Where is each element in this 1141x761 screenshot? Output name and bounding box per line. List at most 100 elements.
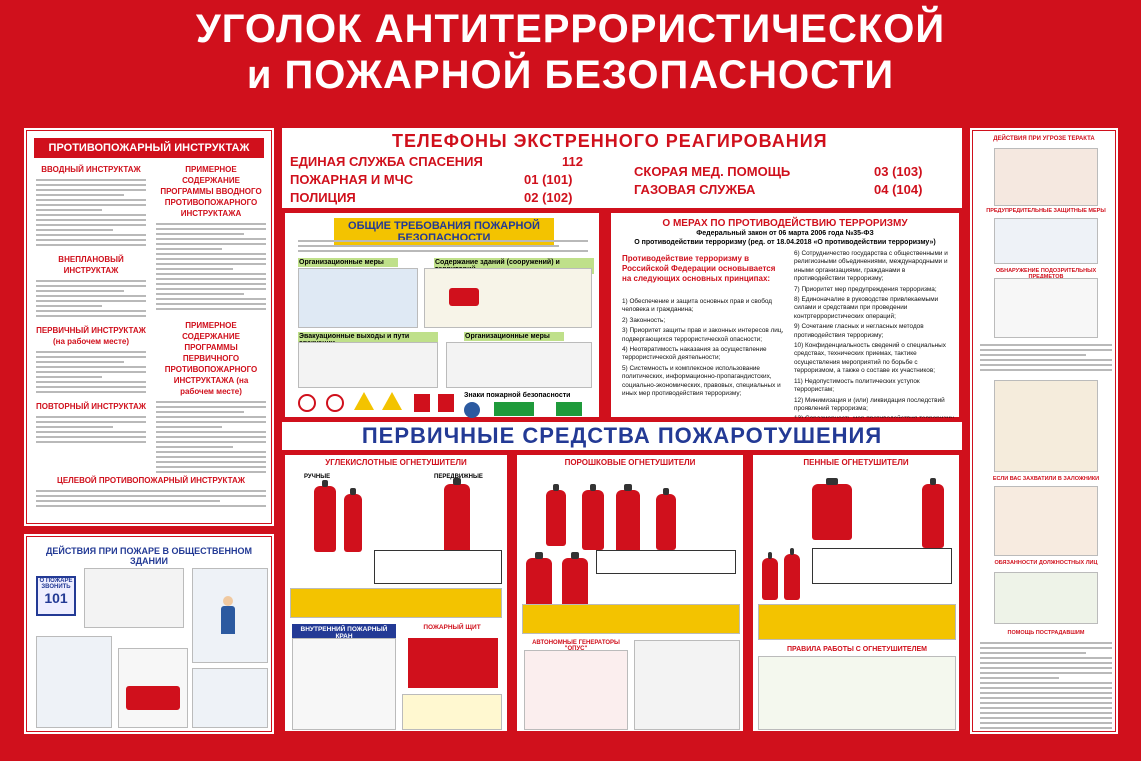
program-primary: ПРИМЕРНОЕ СОДЕРЖАНИЕ ПРОГРАММЫ ПЕРВИЧНОГ… xyxy=(164,321,258,396)
shield-title: ПОЖАРНЫЙ ЩИТ xyxy=(423,624,481,631)
co2-table xyxy=(374,550,502,584)
warning-flammable-icon xyxy=(354,392,374,410)
terror-left-item: 5) Системность и комплексное использован… xyxy=(622,364,781,398)
section-intro: ВВОДНЫЙ ИНСТРУКТАЖ xyxy=(41,165,141,174)
org-measures-label: Организационные меры xyxy=(298,258,398,267)
section-primary: ПЕРВИЧНЫЙ ИНСТРУКТАЖ (на рабочем месте) xyxy=(36,326,146,346)
terror-panel: О МЕРАХ ПО ПРОТИВОДЕЙСТВИЮ ТЕРРОРИЗМУ Фе… xyxy=(608,210,962,420)
fire-truck-icon xyxy=(126,686,180,710)
shield-actions-image xyxy=(402,694,502,730)
section-unplanned: ВНЕПЛАНОВЫЙ ИНСТРУКТАЖ xyxy=(58,255,124,275)
instruction-panel: ПРОТИВОПОЖАРНЫЙ ИНСТРУКТАЖ ВВОДНЫЙ ИНСТР… xyxy=(24,128,274,526)
fire-hose-sign-icon xyxy=(438,394,454,412)
shops-image xyxy=(994,380,1098,472)
phone-gas-name: ГАЗОВАЯ СЛУЖБА xyxy=(634,182,756,197)
extinguisher-sign-icon xyxy=(414,394,430,412)
co2-usage-strip xyxy=(290,588,502,618)
primary-title-band: ПЕРВИЧНЫЕ СРЕДСТВА ПОЖАРОТУШЕНИЯ xyxy=(282,422,962,450)
phone-gas-number: 04 (104) xyxy=(874,182,923,197)
hostage-title: ЕСЛИ ВАС ЗАХВАТИЛИ В ЗАЛОЖНИКИ xyxy=(992,476,1100,482)
hydrant-title: ВНУТРЕННИЙ ПОЖАРНЫЙ КРАН xyxy=(292,624,396,642)
officials-title: ОБЯЗАННОСТИ ДОЛЖНОСТНЫХ ЛИЦ xyxy=(994,560,1098,566)
co2-sub1: РУЧНЫЕ xyxy=(304,474,331,480)
evac-plan-image xyxy=(84,568,184,628)
terror-actions-title: ДЕЙСТВИЯ ПРИ УГРОЗЕ ТЕРАКТА xyxy=(993,136,1095,142)
co2-trolley-extinguisher-icon xyxy=(444,478,470,554)
program-intro: ПРИМЕРНОЕ СОДЕРЖАНИЕ ПРОГРАММЫ ВВОДНОГО … xyxy=(160,165,262,218)
powder-title: ПОРОШКОВЫЕ ОГНЕТУШИТЕЛИ xyxy=(564,458,696,467)
instruction-title: ПРОТИВОПОЖАРНЫЙ ИНСТРУКТАЖ xyxy=(34,138,264,158)
powder-extinguisher-3-icon xyxy=(616,484,640,554)
rules-title: ПРАВИЛА РАБОТЫ С ОГНЕТУШИТЕЛЕМ xyxy=(787,646,927,653)
terror-right-item: 10) Конфиденциальность сведений о специа… xyxy=(794,342,946,375)
call-101-box: О ПОЖАРЕ ЗВОНИТЬ 101 xyxy=(36,576,76,616)
auto-title: АВТОНОМНЫЕ ГЕНЕРАТОРЫ "ОПУС" xyxy=(532,640,620,652)
terror-law1: Федеральный закон от 06 марта 2006 года … xyxy=(696,230,874,237)
rules-image xyxy=(758,656,956,730)
foam-extinguisher-1-icon xyxy=(812,478,852,540)
person-figure xyxy=(221,596,235,634)
terror-right-item: 11) Недопустимость политических уступок … xyxy=(794,377,920,394)
preventive-title: ПРЕДУПРЕДИТЕЛЬНЫЕ ЗАЩИТНЫЕ МЕРЫ xyxy=(986,208,1106,214)
mandatory-sign-icon xyxy=(464,402,480,418)
powder-extinguisher-2-icon xyxy=(582,484,604,550)
welder-image xyxy=(446,342,592,388)
powder-table xyxy=(596,550,736,574)
exit-arrow-sign-icon xyxy=(494,402,534,416)
no-smoking-sign-icon xyxy=(326,394,344,412)
fire-actions-panel: ДЕЙСТВИЯ ПРИ ПОЖАРЕ В ОБЩЕСТВЕННОМ ЗДАНИ… xyxy=(24,534,274,734)
terror-left-item: 3) Приоритет защиты прав и законных инте… xyxy=(622,327,784,343)
suspicious-image xyxy=(994,278,1098,338)
foam-extinguisher-2-icon xyxy=(922,478,944,548)
phone-ambulance-name: СКОРАЯ МЕД. ПОМОЩЬ xyxy=(634,164,791,179)
evacuation-scene-image xyxy=(192,668,268,728)
terror-actions-panel: ДЕЙСТВИЯ ПРИ УГРОЗЕ ТЕРАКТА ПРЕДУПРЕДИТЕ… xyxy=(970,128,1118,734)
phone-ambulance-number: 03 (103) xyxy=(874,164,923,179)
fire-truck-small-icon xyxy=(449,288,479,306)
terror-left-item: 1) Обеспечение и защита основных прав и … xyxy=(622,298,773,314)
terror-right-item: 7) Приоритет мер предупреждения террориз… xyxy=(794,285,937,293)
banner-title-line1: УГОЛОК АНТИТЕРРОРИСТИЧЕСКОЙ xyxy=(195,7,946,51)
terror-left-item: 2) Законность; xyxy=(622,316,666,324)
terror-lead: Противодействие терроризму в Российской … xyxy=(622,254,776,283)
terror-title: О МЕРАХ ПО ПРОТИВОДЕЙСТВИЮ ТЕРРОРИЗМУ xyxy=(662,218,908,229)
call-number: 101 xyxy=(44,590,68,606)
general-req-title: ОБЩИЕ ТРЕБОВАНИЯ ПОЖАРНОЙ БЕЗОПАСНОСТИ xyxy=(334,218,554,246)
co2-extinguisher-2-icon xyxy=(344,488,362,552)
terror-right-item: 9) Сочетание гласных и негласных методов… xyxy=(794,323,924,339)
powder-panel: ПОРОШКОВЫЕ ОГНЕТУШИТЕЛИ АВТОНОМНЫЕ ГЕНЕР… xyxy=(514,452,746,734)
powder-usage-strip xyxy=(522,604,740,634)
foam-panel: ПЕННЫЕ ОГНЕТУШИТЕЛИ ПРАВИЛА РАБОТЫ С ОГН… xyxy=(750,452,962,734)
smoke-scene-image xyxy=(36,636,112,728)
terror-right-item: 12) Минимизация и (или) ликвидация после… xyxy=(794,396,945,412)
aid-title: ПОМОЩЬ ПОСТРАДАВШИМ xyxy=(1007,630,1085,636)
org-measures2-label: Организационные меры xyxy=(464,332,564,341)
co2-sub2: ПЕРЕДВИЖНЫЕ xyxy=(434,474,483,480)
foam-usage-strip xyxy=(758,604,956,640)
terror-right-item: 8) Единоначалие в руководстве привлекаем… xyxy=(794,296,939,320)
signs-label: Знаки пожарной безопасности xyxy=(464,392,571,399)
primary-title: ПЕРВИЧНЫЕ СРЕДСТВА ПОЖАРОТУШЕНИЯ xyxy=(361,423,883,448)
phone-fire-number: 01 (101) xyxy=(524,172,573,187)
preventive-image xyxy=(994,218,1098,264)
fire-actions-title: ДЕЙСТВИЯ ПРИ ПОЖАРЕ В ОБЩЕСТВЕННОМ ЗДАНИ… xyxy=(46,546,252,566)
phone-rescue-number: 112 xyxy=(562,154,583,169)
foam-extinguisher-4-icon xyxy=(784,548,800,600)
banner-title: УГОЛОК АНТИТЕРРОРИСТИЧЕСКОЙ и ПОЖАРНОЙ Б… xyxy=(0,6,1141,98)
terror-right-item: 6) Сотрудничество государства с обществе… xyxy=(794,250,948,283)
foam-extinguisher-3-icon xyxy=(762,552,778,600)
terror-left-item: 4) Неотвратимость наказания за осуществл… xyxy=(622,346,767,362)
suspicious-title: ОБНАРУЖЕНИЕ ПОДОЗРИТЕЛЬНЫХ ПРЕДМЕТОВ xyxy=(995,268,1097,280)
powder-extinguisher-1-icon xyxy=(546,484,566,546)
banner-title-line2: и ПОЖАРНОЙ БЕЗОПАСНОСТИ xyxy=(246,53,895,97)
terror-left-list: 1) Обеспечение и защита основных прав и … xyxy=(622,298,784,400)
section-target: ЦЕЛЕВОЙ ПРОТИВОПОЖАРНЫЙ ИНСТРУКТАЖ xyxy=(56,476,245,485)
autonomous-system-image xyxy=(634,640,740,730)
warning-explosive-icon xyxy=(382,392,402,410)
hydrant-image xyxy=(292,638,396,730)
no-fire-sign-icon xyxy=(298,394,316,412)
phone-fire-name: ПОЖАРНАЯ И МЧС xyxy=(290,172,414,187)
phones-title: ТЕЛЕФОНЫ ЭКСТРЕННОГО РЕАГИРОВАНИЯ xyxy=(392,131,828,151)
auto-generators-image xyxy=(524,650,628,730)
phone-police-name: ПОЛИЦИЯ xyxy=(290,190,356,205)
